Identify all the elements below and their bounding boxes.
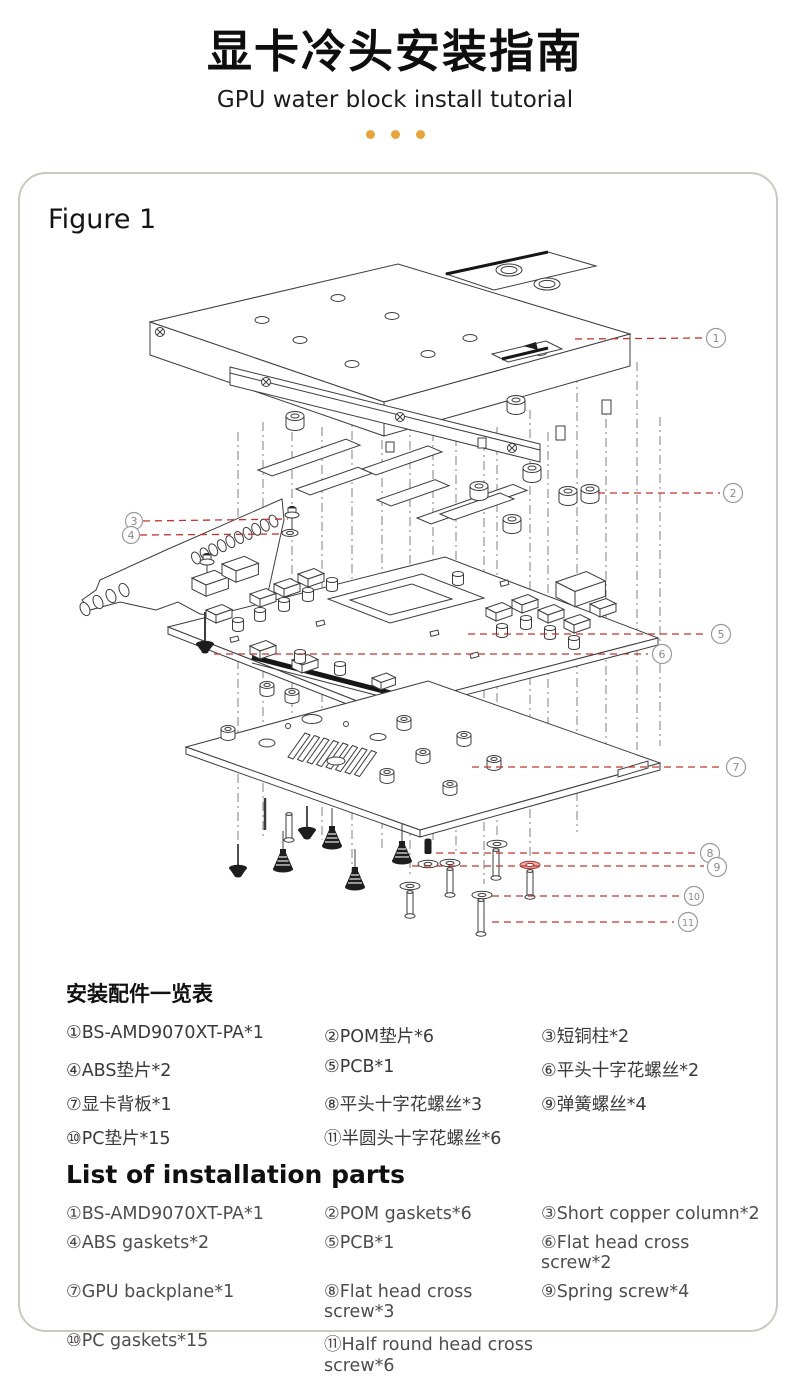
pcb-capacitors [232,571,580,676]
callout-6: 6 [651,643,673,665]
svg-text:1: 1 [713,332,720,345]
pcb-chips [190,555,618,691]
callout-7: 7 [725,756,747,778]
parts-item: ⑤PCB*1 [324,1057,395,1077]
pc-gaskets [220,681,502,796]
pom-gaskets [285,395,600,534]
svg-text:2: 2 [730,487,737,500]
svg-text:6: 6 [659,648,666,661]
parts-list-en-heading: List of installation parts [66,1160,405,1189]
svg-text:3: 3 [131,515,138,528]
parts-item: ⑨弹簧螺丝*4 [541,1095,647,1115]
callout-4: 4 [121,525,141,545]
warning-sticker [490,340,564,363]
parts-item: ⑨Spring screw*4 [541,1282,690,1302]
parts-item: ③短铜柱*2 [541,1027,630,1047]
figure-label: Figure 1 [48,204,157,235]
svg-text:4: 4 [128,529,135,542]
page-title: 显卡冷头安装指南 [206,25,583,78]
parts-item: ⑤PCB*1 [324,1233,395,1253]
parts-list-cn: 安装配件一览表 ①BS-AMD9070XT-PA*1 ②POM垫片*6 ③短铜柱… [66,978,762,1150]
parts-item: ①BS-AMD9070XT-PA*1 [66,1023,264,1043]
vent-slots [287,732,378,778]
callout-5: 5 [710,623,732,645]
callout-2: 2 [722,482,744,504]
backplane [184,680,662,838]
short-copper-column [199,553,215,576]
parts-item: ④ABS gaskets*2 [66,1233,210,1253]
svg-text:8: 8 [707,847,714,860]
io-bracket [79,498,300,621]
svg-text:9: 9 [714,861,721,874]
figure-panel: Figure 1 [18,172,778,1376]
abs-gasket [281,529,299,537]
leader-lines [139,337,723,923]
parts-item: ⑥平头十字花螺丝*2 [541,1061,700,1081]
dot-icon [365,129,375,139]
parts-item: ②POM gaskets*6 [324,1204,472,1224]
parts-list-cn-heading: 安装配件一览表 [66,982,213,1006]
svg-text:7: 7 [733,761,740,774]
callouts: 1 2 34 5 6 7 89 10 11 [121,327,747,933]
dot-icon [390,129,400,139]
parts-item: ⑧平头十字花螺丝*3 [324,1095,483,1115]
parts-item: ⑦显卡背板*1 [66,1095,172,1115]
parts-item: ③Short copper column*2 [541,1204,760,1224]
svg-text:5: 5 [718,628,725,641]
callout-1: 1 [705,327,727,349]
parts-item: ⑪半圆头十字花螺丝*6 [324,1129,502,1149]
parts-item: ⑪Half round head cross screw*6 [324,1335,533,1376]
parts-item: ⑥Flat head cross screw*2 [541,1233,690,1273]
parts-list-cn-grid: ①BS-AMD9070XT-PA*1 ②POM垫片*6 ③短铜柱*2 ④ABS垫… [66,1023,762,1150]
exploded-diagram: 1 2 34 5 6 7 89 10 11 [79,250,747,937]
parts-list-en-grid: ①BS-AMD9070XT-PA*1 ②POM gaskets*6 ③Short… [66,1204,762,1376]
parts-item: ⑦GPU backplane*1 [66,1282,235,1302]
parts-item: ⑩PC垫片*15 [66,1129,171,1149]
flat-head-screw [196,612,214,654]
parts-item: ⑩PC gaskets*15 [66,1331,209,1351]
callout-10: 10 [683,885,705,907]
screws-and-washers [229,798,541,937]
parts-item: ①BS-AMD9070XT-PA*1 [66,1204,264,1224]
parts-item: ②POM垫片*6 [324,1027,434,1047]
svg-text:10: 10 [688,892,700,903]
thermal-pads [256,438,529,525]
callout-9: 9 [706,856,728,878]
dot-icon [415,129,425,139]
callout-11: 11 [677,911,699,933]
accent-dots [0,129,790,139]
page-header: 显卡冷头安装指南 GPU water block install tutoria… [0,0,790,139]
gpu-die [326,573,486,624]
parts-item: ④ABS垫片*2 [66,1061,172,1081]
water-block [148,250,632,463]
svg-text:11: 11 [682,918,694,929]
parts-item: ⑧Flat head cross screw*3 [324,1282,473,1322]
page-subtitle: GPU water block install tutorial [216,86,574,113]
